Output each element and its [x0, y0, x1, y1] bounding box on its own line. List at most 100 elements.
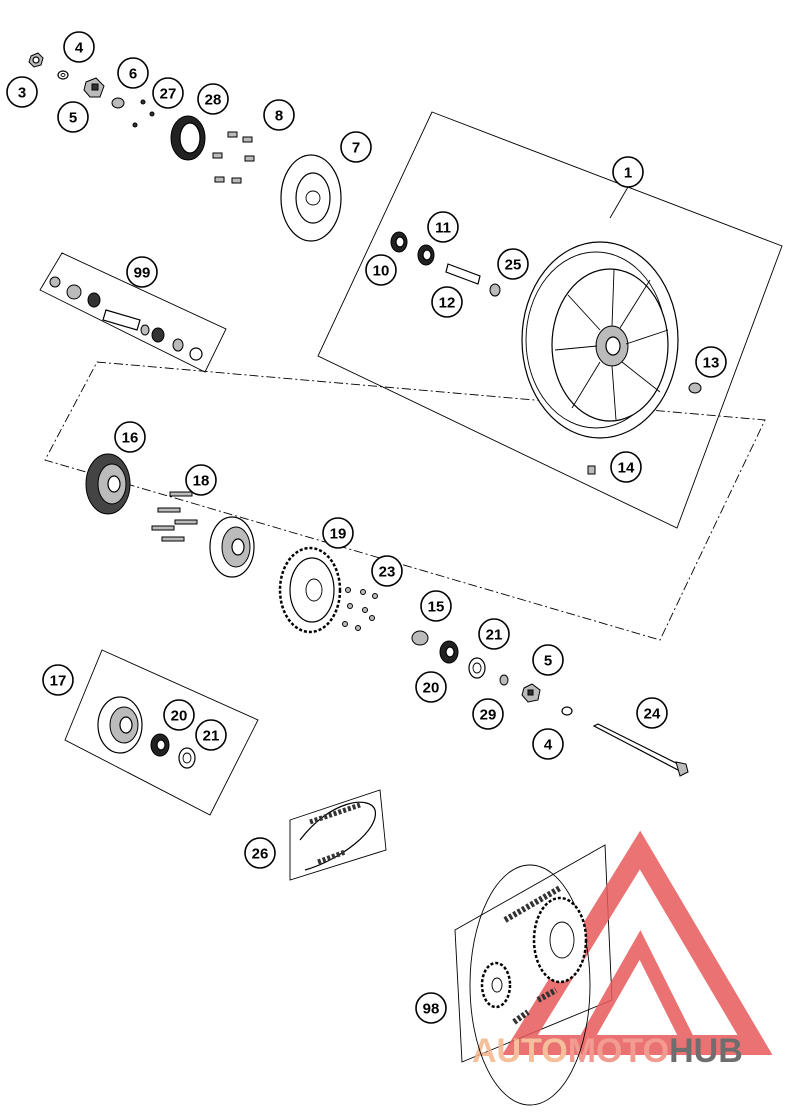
- valve-part: [688, 382, 702, 394]
- hub-bearing-part: [439, 640, 459, 664]
- callout-label: 20: [423, 680, 440, 697]
- callout-label: 5: [544, 653, 552, 670]
- callout-label: 11: [435, 220, 451, 237]
- callout-1: 1: [612, 156, 644, 188]
- callout-label: 16: [122, 430, 139, 447]
- chain-kit-parts: [469, 864, 591, 1106]
- callout-24: 24: [636, 697, 668, 729]
- shaft-seal-part: [468, 657, 486, 679]
- callout-label: 5: [69, 110, 77, 127]
- washer-part-2: [561, 706, 573, 716]
- callout-label: 7: [352, 140, 360, 157]
- callout-10: 10: [365, 254, 397, 286]
- hub-kit-frame: [64, 649, 259, 816]
- callout-4: 4: [63, 31, 95, 63]
- bearing-kit-parts: [49, 276, 203, 361]
- callout-label: 13: [703, 355, 720, 372]
- spacer-ring-part: [499, 674, 509, 686]
- hub-kit-seal-part: [178, 747, 196, 769]
- callout-label: 3: [18, 85, 26, 102]
- valve-cap-part: [587, 465, 596, 475]
- hub-kit-bearing-part: [150, 733, 170, 757]
- callout-7: 7: [340, 131, 372, 163]
- callout-label: 8: [275, 108, 283, 125]
- callout-27: 27: [152, 77, 184, 109]
- rear-axle-part: [592, 723, 689, 777]
- callout-label: 1: [624, 165, 632, 182]
- callout-label: 20: [171, 708, 188, 725]
- callout-label: 10: [373, 263, 390, 280]
- chain-frame: [289, 789, 387, 881]
- callout-label: 12: [439, 295, 456, 312]
- callout-17: 17: [42, 664, 74, 696]
- callout-label: 6: [129, 66, 137, 83]
- callout-label: 26: [252, 846, 269, 863]
- callout-11: 11: [427, 211, 459, 243]
- bearing-part-2: [417, 244, 435, 266]
- washer-part: [57, 70, 69, 80]
- callout-label: 24: [644, 706, 661, 723]
- callout-5: 5: [57, 101, 89, 133]
- callout-label: 29: [480, 707, 497, 724]
- callout-label: 99: [134, 265, 151, 282]
- callout-label: 25: [505, 257, 522, 274]
- rear-sprocket-part: [278, 546, 342, 634]
- callout-label: 17: [50, 673, 67, 690]
- callout-16: 16: [114, 421, 146, 453]
- callout-21: 21: [478, 618, 510, 650]
- callout-26: 26: [244, 837, 276, 869]
- callout-15: 15: [420, 590, 452, 622]
- svg-text:AUTOMOTOHUB: AUTOMOTOHUB: [472, 1032, 743, 1070]
- callout-label: 19: [330, 526, 347, 543]
- callout-label: 23: [379, 564, 396, 581]
- callout-4: 4: [532, 728, 564, 760]
- callout-label: 21: [203, 728, 220, 745]
- callout-28: 28: [197, 83, 229, 115]
- cush-drive-damper-part: [85, 453, 131, 515]
- callout-25: 25: [497, 248, 529, 280]
- bolts-group-part: [212, 131, 255, 184]
- callout-label: 27: [160, 86, 177, 103]
- drive-chain-part: [299, 801, 376, 871]
- callout-20: 20: [415, 671, 447, 703]
- watermark-moto: MOTO: [568, 1032, 669, 1070]
- callout-13: 13: [695, 346, 727, 378]
- callout-20: 20: [163, 699, 195, 731]
- callout-21: 21: [195, 719, 227, 751]
- watermark-auto: AUTO: [472, 1032, 568, 1070]
- callout-label: 98: [423, 1001, 440, 1018]
- callout-3: 3: [6, 76, 38, 108]
- callout-6: 6: [117, 57, 149, 89]
- leader-lines: [609, 186, 629, 219]
- watermark-logo: AUTOMOTOHUB: [472, 830, 773, 1070]
- chain-adjuster-part: [83, 77, 105, 98]
- callout-label: 14: [618, 460, 635, 477]
- brake-disc-part: [280, 154, 342, 242]
- callout-label: 15: [428, 599, 445, 616]
- spacer-sleeve-part: [411, 630, 429, 646]
- callout-12: 12: [431, 286, 463, 318]
- callout-label: 4: [75, 40, 84, 57]
- bearing-kit-frame: [39, 252, 227, 373]
- sprocket-bolts-part: [151, 491, 198, 542]
- bearing-part: [390, 231, 408, 253]
- watermark-hub: HUB: [669, 1032, 743, 1070]
- rear-wheel-rim-part: [521, 241, 679, 439]
- callout-label: 21: [486, 627, 503, 644]
- callout-label: 4: [544, 737, 553, 754]
- nuts-group-part: [342, 587, 378, 631]
- callout-29: 29: [472, 698, 504, 730]
- callout-23: 23: [371, 555, 403, 587]
- callout-19: 19: [322, 517, 354, 549]
- sprocket-carrier-part: [209, 516, 255, 578]
- callout-14: 14: [610, 451, 642, 483]
- wheel-assembly-frame: [317, 111, 783, 529]
- callout-99: 99: [126, 256, 158, 288]
- callout-18: 18: [185, 464, 217, 496]
- wheel-hub-part: [97, 696, 143, 754]
- axle-sleeve-part: [445, 263, 481, 285]
- nut-part: [28, 52, 44, 68]
- callout-label: 28: [205, 92, 222, 109]
